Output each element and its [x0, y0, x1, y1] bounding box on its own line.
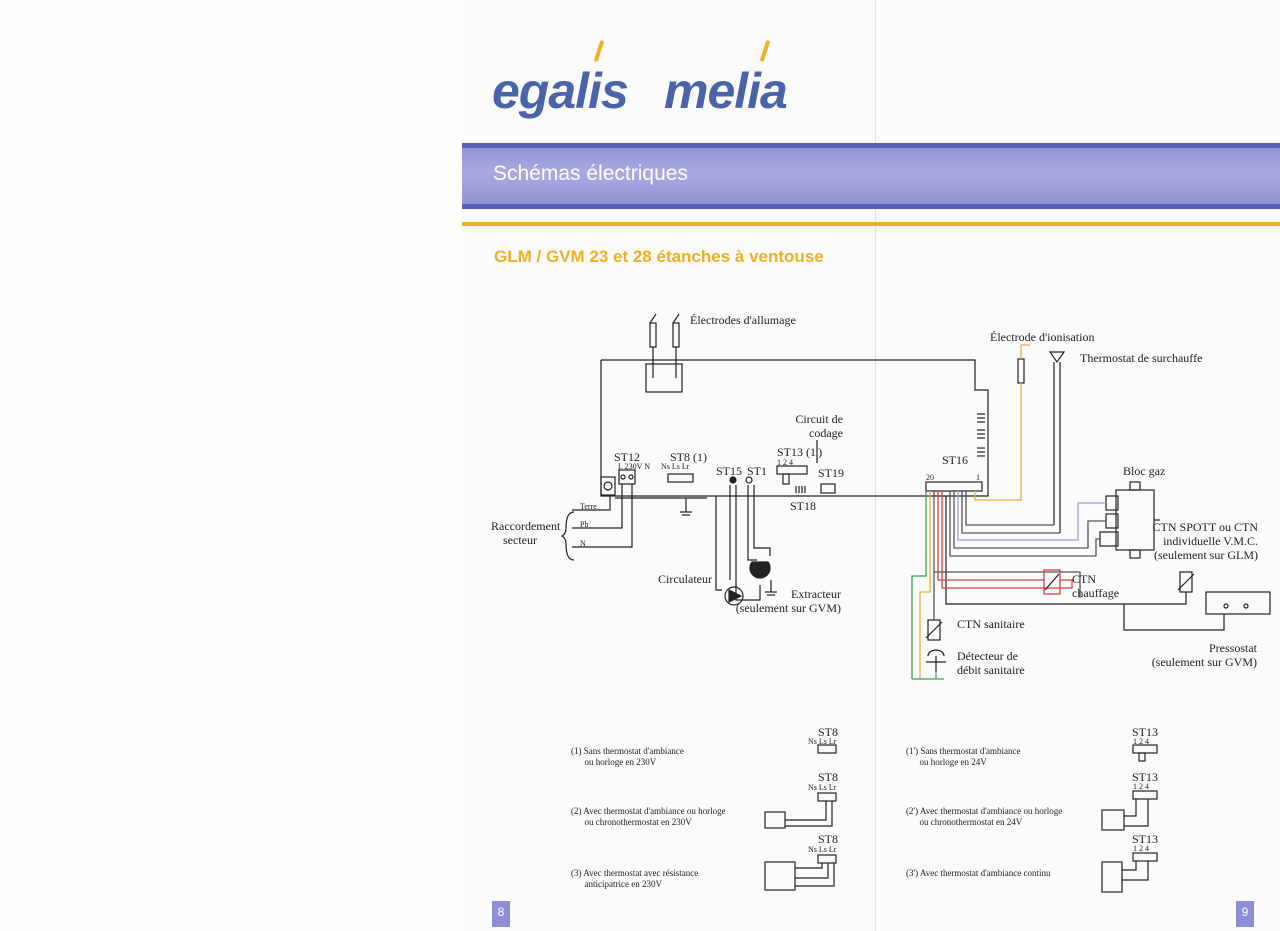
- logo-egalis: egalis: [492, 63, 629, 119]
- label-pressostat: Pressostat(seulement sur GVM): [1151, 641, 1257, 669]
- label-st12-pins: L 230V N: [618, 462, 650, 471]
- label-st19: ST19: [818, 466, 845, 480]
- label-st13-pins: 1 2 4: [777, 458, 793, 467]
- label-circulateur: Circulateur: [658, 572, 712, 586]
- page-fold: [875, 0, 876, 931]
- note-2-prime: (2') Avec thermostat d'ambiance ou horlo…: [906, 806, 1063, 827]
- label-st13-pins-3: 1 2 4: [1133, 844, 1149, 853]
- label-st16-pin20: 20: [926, 473, 934, 482]
- label-st15: ST15: [716, 464, 743, 478]
- label-st16: ST16: [942, 453, 969, 467]
- label-st13-variant-3: ST13: [1132, 832, 1159, 846]
- label-st13-pins-2: 1 2 4: [1133, 782, 1149, 791]
- extractor-symbol: [749, 561, 771, 579]
- label-terre: Terre: [580, 502, 597, 511]
- label-bloc-gaz: Bloc gaz: [1123, 464, 1166, 478]
- label-st16-pin1: 1: [976, 473, 980, 482]
- label-st12: ST12: [614, 450, 641, 464]
- note-3: (3) Avec thermostat avec résistance anti…: [571, 868, 699, 889]
- label-ph: Ph: [580, 520, 589, 529]
- header-band-edge: [462, 204, 1280, 209]
- label-st8-pins-1: Ns Ls Lr: [808, 737, 837, 746]
- label-extracteur: Extracteur(seulement sur GVM): [735, 587, 841, 615]
- ionisation-electrode: [1017, 358, 1025, 384]
- page-title: Schémas électriques: [493, 162, 688, 185]
- gold-divider: [462, 222, 1280, 226]
- blank-left-page: [0, 0, 462, 931]
- label-st8-pins-2: Ns Ls Lr: [808, 783, 837, 792]
- section-subtitle: GLM / GVM 23 et 28 étanches à ventouse: [494, 247, 824, 266]
- label-st8: ST8 (1): [670, 450, 707, 464]
- circulator-symbol: [724, 586, 744, 606]
- ignition-electrode: [672, 322, 680, 348]
- label-st8-variant-3: ST8: [818, 832, 839, 846]
- header-band: [462, 143, 1280, 209]
- label-raccordement-secteur: Raccordement secteur: [491, 519, 561, 547]
- label-thermostat-surchauffe: Thermostat de surchauffe: [1080, 351, 1203, 365]
- label-st8-pins: Ns Ls Lr: [661, 462, 690, 471]
- control-board-outline: [600, 359, 989, 497]
- note-3-prime: (3') Avec thermostat d'ambiance continu: [906, 868, 1051, 878]
- label-st13-variant-1: ST13: [1132, 725, 1159, 739]
- label-electrodes-allumage: Électrodes d'allumage: [690, 313, 796, 327]
- label-st8-pins-3: Ns Ls Lr: [808, 845, 837, 854]
- header-band-edge: [462, 143, 1280, 148]
- note-1-prime: (1') Sans thermostat d'ambiance ou horlo…: [906, 746, 1021, 767]
- label-st13: ST13 (1'): [777, 445, 823, 459]
- label-n: N: [580, 539, 586, 548]
- label-st8-variant-1: ST8: [818, 725, 839, 739]
- label-ctn-sanitaire: CTN sanitaire: [957, 617, 1025, 631]
- label-st8-variant-2: ST8: [818, 770, 839, 784]
- pressostat-symbol: [1205, 591, 1271, 615]
- label-st13-variant-2: ST13: [1132, 770, 1159, 784]
- note-2: (2) Avec thermostat d'ambiance ou horlog…: [571, 806, 726, 827]
- label-st18: ST18: [790, 499, 817, 513]
- st16-connector: [925, 481, 983, 492]
- label-electrode-ionisation: Électrode d'ionisation: [990, 330, 1095, 344]
- note-1: (1) Sans thermostat d'ambiance ou horlog…: [571, 746, 684, 767]
- ignition-electrode: [649, 322, 657, 348]
- page-number-right: 9: [1236, 901, 1254, 927]
- label-st13-pins-1: 1 2 4: [1133, 737, 1149, 746]
- label-st1: ST1: [747, 464, 768, 478]
- ignition-transformer: [645, 363, 683, 393]
- logo-melia: melia: [664, 63, 788, 119]
- page-number-left: 8: [492, 901, 510, 927]
